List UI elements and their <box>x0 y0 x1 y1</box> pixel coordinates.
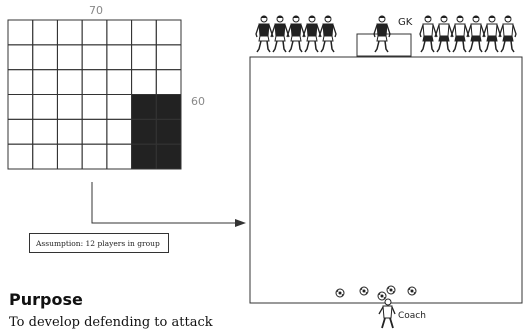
grid-cell <box>56 19 83 46</box>
grid-cell <box>131 19 157 46</box>
ball-icon <box>359 286 369 296</box>
ball-icon <box>335 288 345 298</box>
grid-width-label: 70 <box>89 4 103 17</box>
player-dark <box>255 15 273 53</box>
grid-cell <box>155 44 182 71</box>
assumption-text: Assumption: 12 players in group <box>36 238 160 248</box>
player-dark <box>271 15 289 53</box>
goalkeeper-figure <box>373 15 391 53</box>
ball-icon <box>377 291 387 301</box>
player-light <box>467 15 485 53</box>
player-light <box>451 15 469 53</box>
grid-cell <box>155 19 182 46</box>
grid-cell <box>81 94 108 120</box>
grid-cell <box>81 19 108 46</box>
field-area <box>249 56 523 304</box>
grid-cell <box>155 69 182 95</box>
grid-cell <box>7 118 34 145</box>
player-dark <box>287 15 305 53</box>
grid-cell <box>131 44 157 71</box>
purpose-title: Purpose <box>9 290 83 309</box>
grid-cell <box>7 143 34 170</box>
assumption-box: Assumption: 12 players in group <box>29 233 169 253</box>
balls-group <box>335 285 417 301</box>
grid-cell <box>7 69 34 95</box>
grid-cell <box>7 94 34 120</box>
grid-cell <box>155 143 182 170</box>
grid-cell <box>81 118 108 145</box>
grid-cell <box>32 44 58 71</box>
coach-figure <box>378 298 396 329</box>
players-left-group <box>255 15 337 53</box>
goalkeeper-label: GK <box>398 17 413 28</box>
grid-cell <box>7 44 34 71</box>
player-goalkeeper <box>373 15 391 53</box>
grid-cell <box>32 19 58 46</box>
grid-cell <box>81 143 108 170</box>
grid-cell <box>81 69 108 95</box>
player-light <box>435 15 453 53</box>
grid-cell <box>32 143 58 170</box>
players-right-group <box>419 15 517 53</box>
grid-height-label: 60 <box>191 95 205 108</box>
grid-cell <box>106 19 133 46</box>
grid-cell <box>56 143 83 170</box>
ball-icon <box>407 286 417 296</box>
grid-cell <box>56 118 83 145</box>
grid-cell <box>56 94 83 120</box>
player-light <box>483 15 501 53</box>
grid-cell <box>106 94 133 120</box>
connector-arrow-head <box>235 219 246 227</box>
grid-cells <box>7 19 182 170</box>
grid-cell <box>106 44 133 71</box>
grid-cell <box>32 69 58 95</box>
grid-cell <box>56 44 83 71</box>
coach-label: Coach <box>398 311 426 321</box>
grid-cell <box>106 118 133 145</box>
grid-cell <box>131 69 157 95</box>
player-light <box>419 15 437 53</box>
ball-icon <box>386 285 396 295</box>
grid-cell <box>106 69 133 95</box>
player-dark <box>319 15 337 53</box>
player-dark <box>303 15 321 53</box>
player-light <box>499 15 517 53</box>
grid-cell <box>7 19 34 46</box>
grid-cell <box>56 69 83 95</box>
purpose-text: To develop defending to attack <box>9 315 213 330</box>
grid-cell <box>106 143 133 170</box>
grid-cell <box>81 44 108 71</box>
grid-cell <box>32 94 58 120</box>
connector-arrow-line <box>91 182 235 224</box>
grid-cell <box>32 118 58 145</box>
